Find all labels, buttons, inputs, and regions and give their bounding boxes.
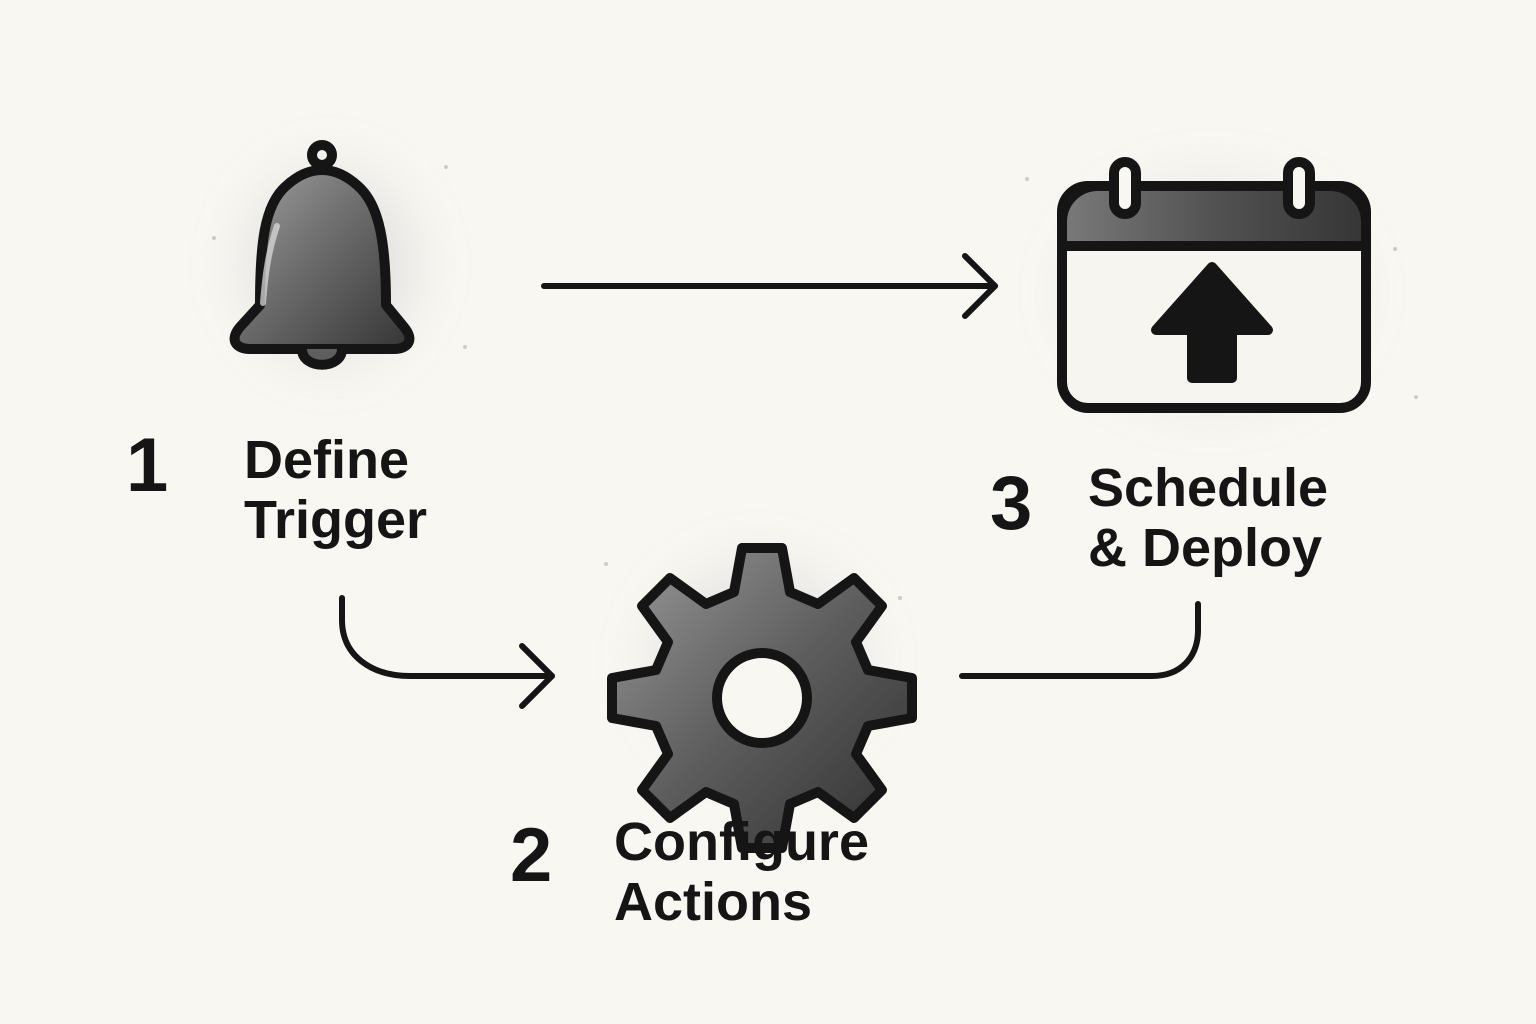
- step-1-label: Define Trigger: [244, 430, 427, 551]
- speckle: [604, 562, 608, 566]
- step-3-number: 3: [990, 461, 1034, 546]
- speckle: [444, 165, 448, 169]
- bell-highlight: [260, 223, 280, 306]
- calendar-ring-right: [1283, 157, 1315, 219]
- gear-hole: [712, 648, 812, 748]
- connector-1-to-2-arrowhead: [519, 643, 555, 709]
- step-2-number: 2: [510, 813, 554, 898]
- step-2-label-line-2: Actions: [614, 872, 813, 933]
- step-3-label-line-1: Schedule: [1088, 458, 1329, 518]
- calendar-upload-icon: [1057, 157, 1371, 413]
- step-3-label: Schedule & Deploy: [1088, 458, 1328, 579]
- connector-1-to-2-path: [339, 595, 555, 679]
- calendar-header: [1057, 181, 1371, 251]
- bell-clapper: [297, 344, 347, 370]
- upload-arrow-icon: [1151, 262, 1273, 383]
- speckle: [212, 236, 216, 240]
- speckle: [1393, 247, 1397, 251]
- calendar-ring-left: [1109, 157, 1141, 219]
- connectors: [339, 253, 1201, 709]
- speckle: [1414, 395, 1418, 399]
- connector-1-to-3-arrowhead: [962, 253, 998, 319]
- paint-speckles: [212, 165, 1418, 600]
- step-1-number: 1: [126, 423, 170, 508]
- bell-body: [229, 165, 415, 354]
- step-3-label-line-2: & Deploy: [1088, 518, 1323, 579]
- step-2-label: Configure Actions: [614, 812, 869, 933]
- step-1-label-line-2: Trigger: [244, 490, 428, 551]
- gear-icon: [607, 543, 917, 853]
- step-1-label-line-1: Define: [244, 430, 410, 490]
- step-2-label-line-1: Configure: [614, 812, 869, 872]
- speckle: [898, 596, 902, 600]
- speckle: [463, 345, 467, 349]
- bell-icon: [229, 140, 415, 370]
- connector-2-to-3-path: [959, 601, 1201, 679]
- speckle: [1025, 177, 1029, 181]
